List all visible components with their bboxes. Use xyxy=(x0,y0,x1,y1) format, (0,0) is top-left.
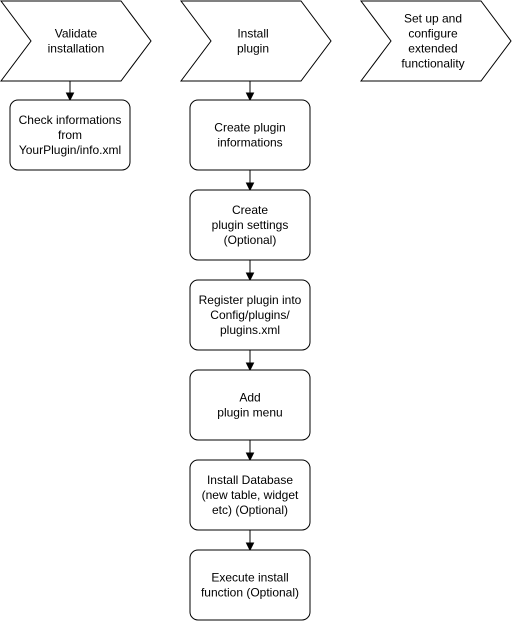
arrowhead-icon xyxy=(245,542,255,552)
step-add-menu-line-1: Add xyxy=(239,391,260,405)
step-create-info-line-2: informations xyxy=(217,136,282,150)
step-install-db-line-2: (new table, widget xyxy=(202,488,299,502)
phase-extend-chevron xyxy=(360,0,512,82)
arrow-validate-to-check-info xyxy=(65,81,75,102)
step-create-settings-box xyxy=(189,189,311,261)
step-add-menu-box xyxy=(189,369,311,441)
phase-validate-line-1: Validate xyxy=(55,27,98,41)
step-install-db-box xyxy=(189,459,311,531)
step-execute-install-line-2: function (Optional) xyxy=(201,586,299,600)
phase-extend-line-3: extended xyxy=(408,42,457,56)
step-register-plugin-box xyxy=(189,279,311,351)
step-execute-install-box xyxy=(189,549,311,621)
step-register-plugin-line-3: plugins.xml xyxy=(220,323,280,337)
connections-layer xyxy=(65,81,255,552)
step-check-info-box xyxy=(9,99,131,171)
phase-extend-line-1: Set up and xyxy=(404,12,462,26)
step-register-plugin: Register plugin intoConfig/plugins/plugi… xyxy=(189,279,311,351)
step-create-info-line-1: Create plugin xyxy=(214,121,285,135)
arrowhead-icon xyxy=(245,182,255,192)
step-create-settings-line-3: (Optional) xyxy=(224,233,277,247)
step-check-info: Check informationsfromYourPlugin/info.xm… xyxy=(9,99,131,171)
arrowhead-icon xyxy=(245,92,255,102)
phase-extend-line-4: functionality xyxy=(401,57,464,71)
arrowhead-icon xyxy=(245,272,255,282)
step-check-info-line-1: Check informations xyxy=(19,113,122,127)
step-install-db-line-3: etc) (Optional) xyxy=(212,503,288,517)
step-check-info-line-3: YourPlugin/info.xml xyxy=(19,143,121,157)
step-execute-install-line-1: Execute install xyxy=(211,571,288,585)
steps-layer: Check informationsfromYourPlugin/info.xm… xyxy=(9,99,311,621)
phase-extend-line-2: configure xyxy=(408,27,458,41)
step-register-plugin-line-2: Config/plugins/ xyxy=(210,308,290,322)
phase-validate-chevron xyxy=(0,0,152,82)
phase-validate-line-2: installation xyxy=(48,42,105,56)
step-add-menu-line-2: plugin menu xyxy=(217,406,282,420)
arrow-register-plugin-to-add-menu xyxy=(245,350,255,372)
arrow-add-menu-to-install-db xyxy=(245,440,255,462)
phase-install-line-1: Install xyxy=(237,27,268,41)
phase-install-chevron xyxy=(180,0,332,82)
arrowhead-icon xyxy=(245,362,255,372)
arrow-install-db-to-execute-install xyxy=(245,530,255,552)
step-create-settings-line-2: plugin settings xyxy=(212,218,289,232)
arrow-create-settings-to-register-plugin xyxy=(245,260,255,282)
arrowhead-icon xyxy=(65,92,75,102)
arrow-create-info-to-create-settings xyxy=(245,170,255,192)
step-install-db-line-1: Install Database xyxy=(207,473,293,487)
arrow-install-to-create-info xyxy=(245,81,255,102)
arrowhead-icon xyxy=(245,452,255,462)
step-create-settings-line-1: Create xyxy=(232,203,268,217)
step-create-info-box xyxy=(189,99,311,171)
step-register-plugin-line-1: Register plugin into xyxy=(199,293,302,307)
phase-install-line-2: plugin xyxy=(237,42,269,56)
step-check-info-line-2: from xyxy=(58,128,82,142)
